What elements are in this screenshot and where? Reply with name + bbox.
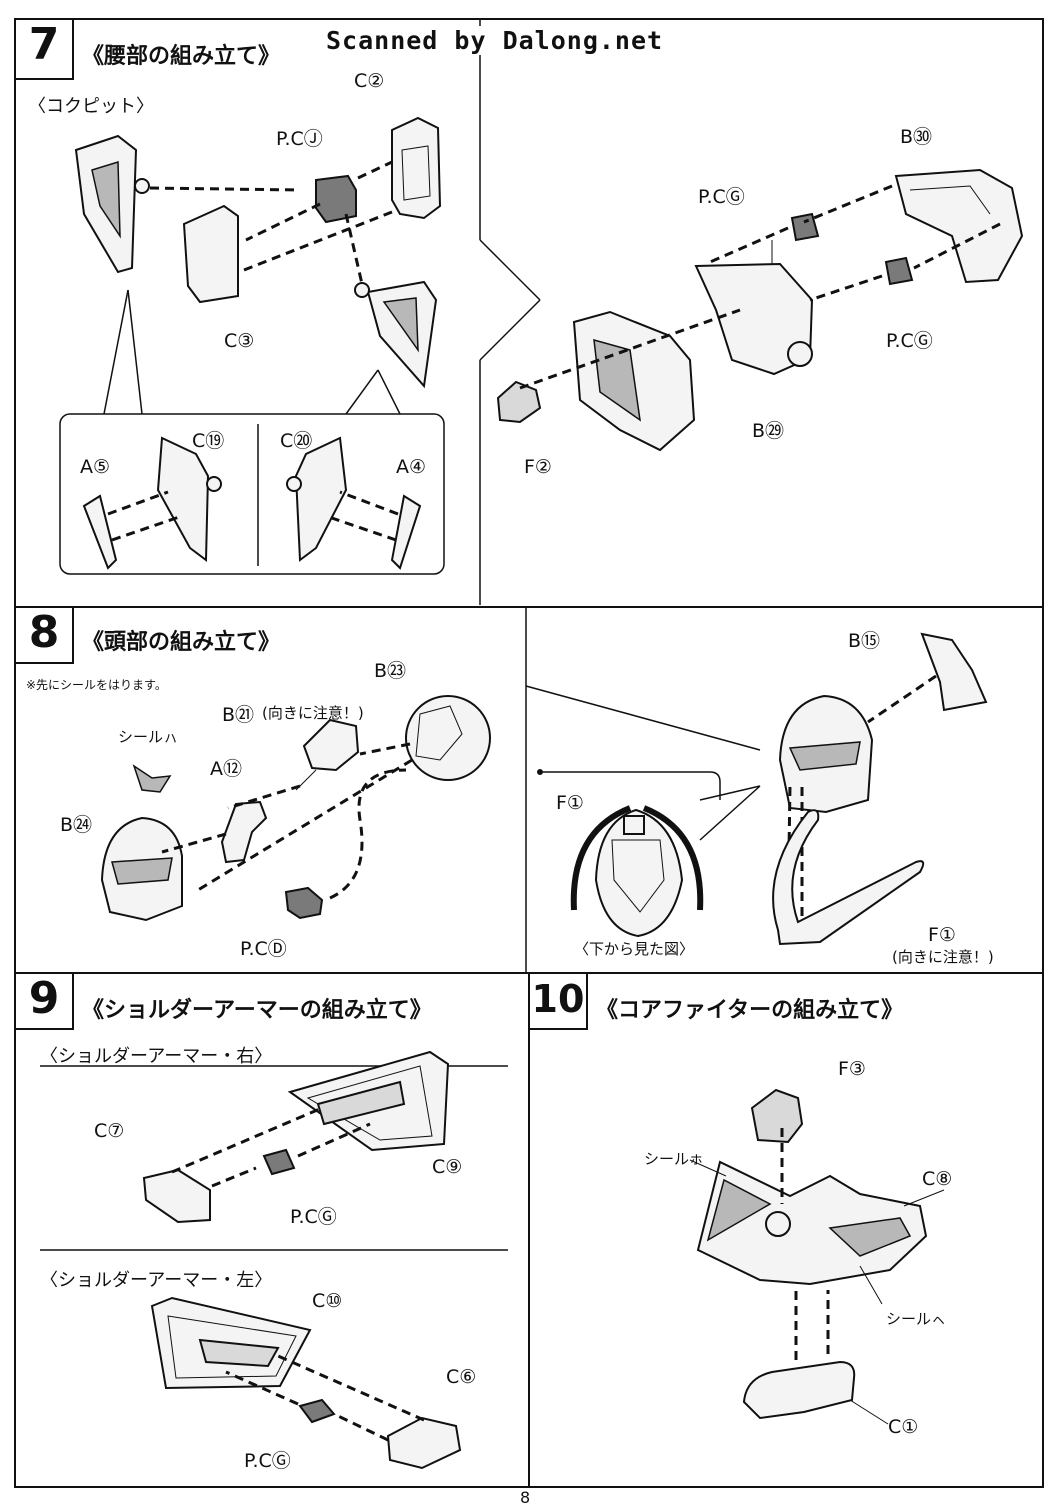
label-f1-top: F①	[556, 792, 584, 814]
label-b21-note: (向きに注意！)	[262, 704, 364, 722]
label-b21: B㉑	[222, 704, 255, 726]
part-c1	[742, 1360, 856, 1420]
label-c1: C①	[888, 1416, 919, 1438]
part-pc-g-top	[790, 212, 820, 242]
part-a12	[220, 800, 268, 864]
label-f3: F③	[838, 1058, 866, 1080]
part-f3	[750, 1088, 804, 1144]
label-b15: B⑮	[848, 630, 881, 652]
step-title: 《頭部の組み立て》	[82, 630, 281, 655]
label-pcg-right: P.CⒼ	[886, 330, 933, 352]
part-c7	[142, 1168, 211, 1224]
pc-j	[315, 174, 357, 224]
view-caption: 〈下から見た図〉	[574, 940, 695, 958]
step-number: 7	[14, 18, 74, 80]
step-10-panel	[528, 972, 1044, 1488]
part-c2	[391, 116, 442, 220]
part-b21	[302, 718, 360, 772]
label-c2: C②	[354, 70, 385, 92]
label-pcg-top: P.CⒼ	[698, 186, 745, 208]
label-b23: B㉓	[374, 660, 407, 682]
label-pcg-1: P.CⒼ	[290, 1206, 337, 1228]
label-a4: A④	[396, 456, 427, 478]
label-c20: C⑳	[280, 430, 313, 452]
subsection-title: 〈ショルダーアーマー・左〉	[40, 1270, 273, 1291]
part-pc-g-9l	[298, 1398, 336, 1424]
label-c19: C⑲	[192, 430, 225, 452]
subsection-title: 〈コクピット〉	[28, 96, 154, 117]
label-a5: A⑤	[80, 456, 111, 478]
label-pcj: P.CⒿ	[276, 128, 323, 150]
watermark: Scanned by Dalong.net	[322, 26, 668, 55]
label-c10: C⑩	[312, 1290, 343, 1312]
label-f1-note: (向きに注意！)	[892, 948, 994, 966]
core-fighter	[696, 1160, 928, 1286]
page-number: 8	[520, 1488, 531, 1507]
part-c20	[294, 436, 348, 562]
label-b30: B㉚	[900, 126, 933, 148]
step-number: 10	[528, 972, 588, 1030]
part-f1	[772, 809, 925, 946]
pc-d	[284, 886, 324, 920]
part-a4	[390, 494, 422, 570]
step-number: 8	[14, 606, 74, 664]
step-title: 《ショルダーアーマーの組み立て》	[82, 998, 432, 1023]
part-pc-g-right	[884, 256, 914, 286]
part-a5	[82, 494, 118, 570]
label-seal-e: シールㇸ	[886, 1310, 947, 1328]
label-c6: C⑥	[446, 1366, 477, 1388]
step-title: 《腰部の組み立て》	[82, 44, 281, 69]
part-c3	[182, 204, 239, 304]
label-c8: C⑧	[922, 1168, 953, 1190]
step-note: ※先にシールをはります。	[26, 678, 167, 692]
part-b30	[894, 168, 1024, 284]
part-b15	[920, 632, 988, 712]
label-c3: C③	[224, 330, 255, 352]
label-pcg-2: P.CⒼ	[244, 1450, 291, 1472]
seal-a	[132, 764, 172, 793]
label-a12: A⑫	[210, 758, 242, 780]
label-c9: C⑨	[432, 1156, 463, 1178]
detail-box	[59, 413, 445, 575]
label-pcd: P.CⒹ	[240, 938, 287, 960]
step-title: 《コアファイターの組み立て》	[596, 998, 904, 1023]
part-c6	[386, 1416, 462, 1470]
part-c19	[156, 436, 210, 562]
label-f1-right: F①	[928, 924, 956, 946]
part-b23	[405, 695, 491, 781]
step-number: 9	[14, 972, 74, 1030]
label-seal-a: シールㇵ	[118, 728, 179, 746]
label-c7: C⑦	[94, 1120, 125, 1142]
label-b29: B㉙	[752, 420, 785, 442]
label-f2: F②	[524, 456, 552, 478]
label-seal-o: シールㇹ	[644, 1150, 705, 1168]
cockpit-shield-right	[366, 280, 438, 389]
subsection-title: 〈ショルダーアーマー・右〉	[40, 1046, 273, 1067]
label-b24: B㉔	[60, 814, 93, 836]
part-pc-g-9r	[262, 1148, 296, 1176]
part-f2	[496, 380, 542, 424]
